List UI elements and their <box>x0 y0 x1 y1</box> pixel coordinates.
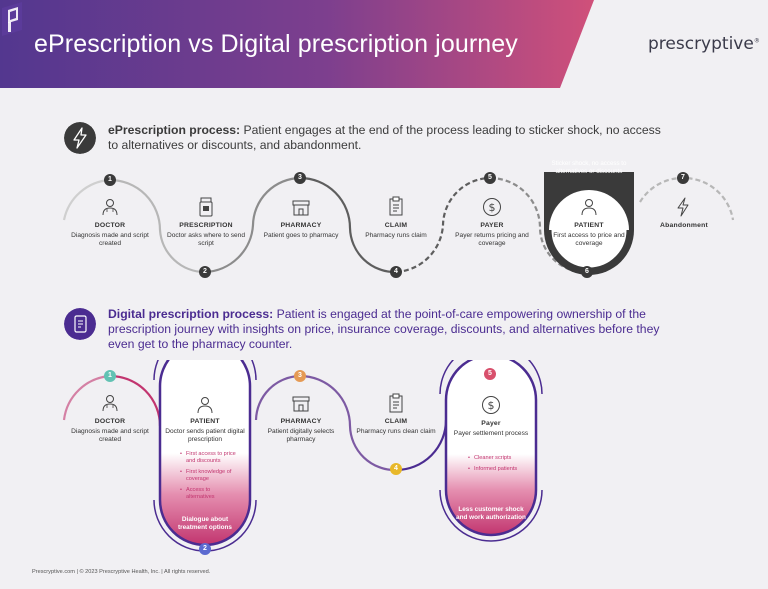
clipboard-icon <box>389 196 403 216</box>
step-number-6: 6 <box>581 266 593 278</box>
patient-icon <box>581 199 597 216</box>
digital-step-number-1: 1 <box>104 370 116 382</box>
digital-journey-path <box>62 360 543 552</box>
patient-benefit-item: First knowledge of coverage <box>180 469 240 483</box>
doctor-icon <box>102 395 118 412</box>
patient-benefit-item: Access to alternatives <box>180 487 240 501</box>
svg-text:$: $ <box>488 399 495 412</box>
payer-outcome-note: Less customer shock and work authorizati… <box>456 506 526 521</box>
patient-benefits-list: First access to price and discounts Firs… <box>180 451 240 505</box>
header-gradient-shape <box>0 0 594 88</box>
pharmacy-icon <box>292 200 310 216</box>
lightning-icon <box>677 197 689 217</box>
prescryptive-logo-icon <box>2 2 22 36</box>
step-number-4: 4 <box>390 266 402 278</box>
step-number-1: 1 <box>104 174 116 186</box>
doctor-icon <box>102 199 118 216</box>
svg-text:$: $ <box>489 201 496 214</box>
pharmacy-icon <box>292 396 310 412</box>
step-number-3: 3 <box>294 172 306 184</box>
dollar-icon: $ <box>482 396 500 414</box>
digital-step-number-5: 5 <box>484 368 496 380</box>
sticker-shock-note: Sticker shock, no access to alternatives… <box>551 160 627 175</box>
clipboard-icon <box>389 393 403 413</box>
digital-step-number-2: 2 <box>199 543 211 555</box>
patient-icon <box>197 397 213 414</box>
payer-benefit-item: Informed patients <box>468 466 518 473</box>
digital-prescription-icon <box>64 308 96 340</box>
pill-bottle-icon <box>199 197 213 217</box>
logo-text: prescryptive® <box>648 34 760 54</box>
footer-text: Prescryptive.com | © 2023 Prescryptive H… <box>32 569 211 575</box>
patient-benefit-item: First access to price and discounts <box>180 451 240 465</box>
patient-dialogue-note: Dialogue about treatment options <box>178 516 232 531</box>
header-banner: ePrescription vs Digital prescription jo… <box>0 0 768 90</box>
section2-heading: Digital prescription process: Patient is… <box>108 307 660 351</box>
step-number-7: 7 <box>677 172 689 184</box>
payer-benefits-list: Cleaner scripts Informed patients <box>468 455 518 477</box>
dollar-icon: $ <box>483 198 501 216</box>
step-number-5: 5 <box>484 172 496 184</box>
digital-step-number-3: 3 <box>294 370 306 382</box>
payer-benefit-item: Cleaner scripts <box>468 455 518 462</box>
digital-step-number-4: 4 <box>390 463 402 475</box>
page-title: ePrescription vs Digital prescription jo… <box>34 30 518 58</box>
section1-heading: ePrescription process: Patient engages a… <box>108 123 661 152</box>
step7-label: Abandonment <box>660 222 708 229</box>
step-number-2: 2 <box>199 266 211 278</box>
lightning-icon <box>64 122 96 154</box>
